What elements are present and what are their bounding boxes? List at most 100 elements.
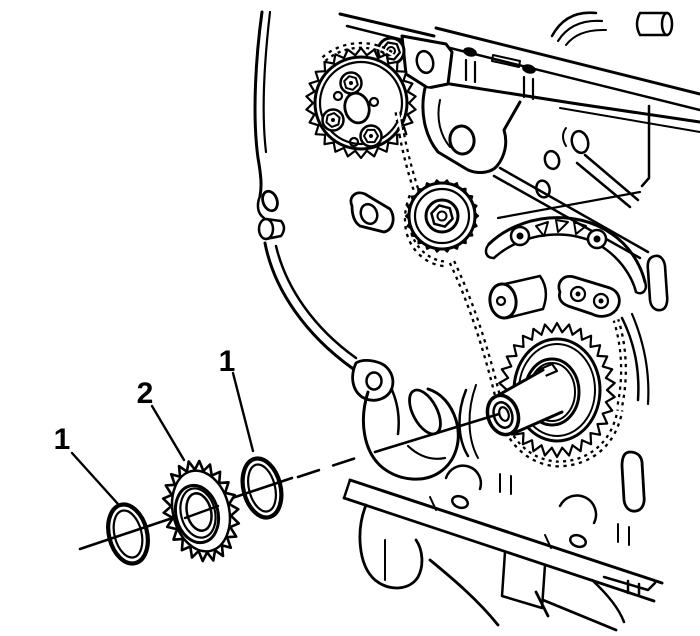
deck-stud-marks <box>464 58 535 101</box>
cover-tab-bracket <box>349 191 395 234</box>
cam-small-hole <box>332 90 344 102</box>
ring-seal-left <box>106 502 150 566</box>
cam-bolt <box>321 108 345 132</box>
bracket-body <box>400 34 454 90</box>
ring-outer <box>240 456 284 520</box>
cover-outer <box>253 10 264 198</box>
cover-inner-arc <box>406 444 447 460</box>
cam-sprocket <box>305 46 417 160</box>
centerline-dashed <box>296 452 370 479</box>
idler-hub <box>424 198 460 234</box>
cover-inner <box>262 10 272 154</box>
deck-line <box>559 107 700 133</box>
deck-line <box>434 26 700 96</box>
chain-guide <box>484 216 650 406</box>
seal-housing-arc <box>458 388 470 458</box>
ring-inner <box>112 509 144 559</box>
chain-idler-to-crank-core <box>450 261 500 399</box>
boss-cylinder <box>503 274 548 320</box>
pan-body-curve <box>428 558 500 627</box>
chain-idler-to-crank <box>448 260 502 399</box>
idler-bolt-center <box>436 210 448 222</box>
pan-front-lobe <box>358 503 424 590</box>
nose-tip-ring <box>492 401 514 429</box>
arm-hole <box>448 124 476 156</box>
block-corner <box>640 104 651 188</box>
crankshaft-nose <box>485 368 564 437</box>
block-ledge <box>575 153 640 209</box>
tab-body <box>349 191 395 234</box>
guide-pivot-center <box>593 235 601 243</box>
centerline-through-gear <box>183 504 220 520</box>
guide-ends <box>484 242 647 295</box>
pan-lower-curve <box>590 578 626 624</box>
ring-outer <box>106 502 150 566</box>
leader-line-2 <box>150 404 186 462</box>
guide-triangle-cutouts <box>535 219 587 237</box>
callout-label-1-left: 1 <box>54 423 71 456</box>
boss-hole <box>495 295 507 307</box>
cam-bolt <box>359 124 383 148</box>
chain-crank-right-core <box>614 319 625 406</box>
block-slot <box>646 254 669 312</box>
deck-slot <box>491 54 521 68</box>
guide-pivot-center <box>516 232 524 240</box>
boss-face <box>488 282 518 320</box>
tensioner-arm <box>421 86 522 175</box>
top-cylinder <box>635 11 669 37</box>
cover-edge-lower <box>390 388 400 436</box>
leader-line-1-right <box>231 371 255 453</box>
rib-arc <box>565 28 607 46</box>
rail-end-cap <box>342 478 352 500</box>
deck-line <box>432 42 700 112</box>
cover-bolt-hole <box>365 371 383 391</box>
ring-seal-right <box>240 456 284 520</box>
oil-pan-rail <box>342 450 664 632</box>
leader-line-1-left <box>70 451 120 506</box>
callouts: 1 2 1 <box>54 345 255 506</box>
cover-lower-inner <box>274 244 358 360</box>
block-hole <box>535 179 551 199</box>
boss-hole <box>569 285 587 303</box>
deck-line <box>448 82 700 124</box>
arm-contour <box>437 99 451 148</box>
engine-deck-edges <box>338 11 700 133</box>
bracket-hole <box>415 49 435 75</box>
idler-ring <box>413 187 471 245</box>
chain-cam-top-core <box>323 44 395 60</box>
timing-cover-edge <box>253 10 479 481</box>
guide-right-arc <box>620 316 640 402</box>
idler-hex-bolt <box>430 204 454 228</box>
cover-bolt-boss <box>351 358 395 402</box>
chain-cam-to-idler-core <box>396 111 418 191</box>
callout-label-2: 2 <box>137 377 154 410</box>
idler-sprocket <box>404 179 480 253</box>
cam-bolt <box>339 71 363 95</box>
nose-bore <box>498 406 510 422</box>
block-hole <box>543 149 561 171</box>
ring-inner <box>247 463 277 513</box>
pan-flange <box>602 575 657 598</box>
pan-rib-marks <box>499 473 630 546</box>
engine-assembly <box>253 10 700 632</box>
boss-hole-center <box>575 291 581 297</box>
double-boss <box>557 274 621 318</box>
cam-pulley-ring <box>318 60 404 146</box>
callout-label-1-right: 1 <box>219 345 236 378</box>
tab-hole <box>359 202 379 226</box>
boss-hole <box>592 292 610 310</box>
nose-cylinder-lines <box>493 368 564 436</box>
cover-boss <box>256 194 266 220</box>
top-cylinder-cap <box>660 11 674 37</box>
cover-boss-hole <box>261 189 279 213</box>
rib-arc <box>556 19 604 43</box>
exploded-parts <box>78 412 501 566</box>
rail-bolt-hole <box>569 533 587 549</box>
pan-channel <box>500 550 547 610</box>
cover-cylinder <box>264 217 286 241</box>
rail-bolt-hole <box>451 494 469 510</box>
mount-bosses <box>488 274 621 320</box>
cover-lower-bulge <box>361 387 460 481</box>
